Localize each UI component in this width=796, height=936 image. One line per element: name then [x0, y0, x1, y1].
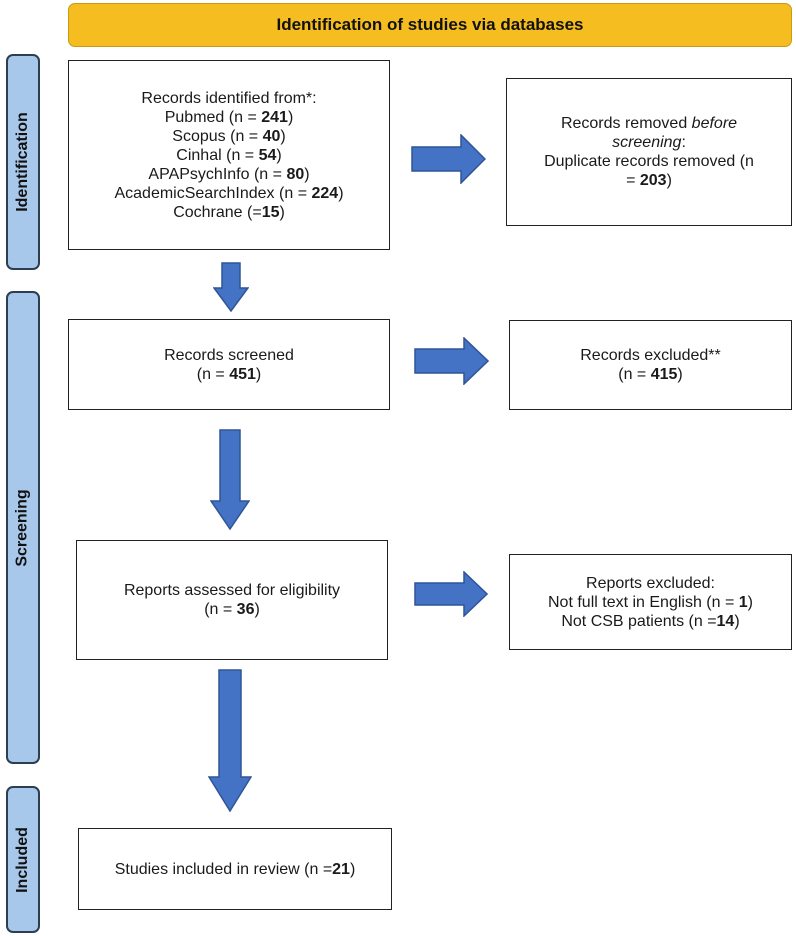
arrow-down-icon [210, 429, 250, 530]
eligibility-box: Reports assessed for eligibility (n = 36… [76, 540, 388, 660]
arrow-down-icon [213, 262, 249, 312]
records-identified-title: Records identified from*: [141, 89, 317, 107]
source-row: Cochrane (=15) [173, 203, 285, 221]
reports-excluded-box: Reports excluded: Not full text in Engli… [509, 554, 792, 650]
phase-screening-label: Screening [14, 488, 32, 567]
source-row: Scopus (n = 40) [172, 127, 286, 145]
records-identified-box: Records identified from*: Pubmed (n = 24… [68, 60, 390, 250]
records-excluded-count: (n = 415) [618, 366, 683, 383]
records-screened-title: Records screened [164, 346, 294, 364]
phase-identification: Identification [6, 54, 40, 270]
banner-title: Identification of studies via databases [276, 15, 584, 34]
records-removed-line2: screening: [612, 134, 686, 151]
source-row: Cinhal (n = 54) [176, 146, 282, 164]
records-screened-box: Records screened (n = 451) [68, 319, 390, 410]
studies-included-text: Studies included in review (n =21) [114, 860, 356, 878]
studies-included-box: Studies included in review (n =21) [78, 828, 392, 910]
records-removed-line3: Duplicate records removed (n [544, 153, 754, 170]
phase-included-label: Included [14, 826, 31, 893]
source-row: Pubmed (n = 241) [164, 108, 294, 126]
source-row: APAPsychInfo (n = 80) [148, 165, 310, 183]
reports-excluded-title: Reports excluded: [586, 574, 715, 592]
arrow-right-icon [411, 134, 486, 184]
records-removed-line1: Records removed before [560, 115, 738, 132]
source-row: AcademicSearchIndex (n = 224) [114, 184, 344, 202]
records-screened-count: (n = 451) [196, 365, 262, 383]
records-excluded-title: Records excluded** [580, 347, 721, 364]
arrow-right-icon [414, 337, 489, 385]
reports-excluded-reason: Not full text in English (n = 1) [548, 593, 753, 611]
phase-included: Included [6, 786, 40, 933]
phase-identification-label: Identification [14, 112, 31, 212]
arrow-down-icon [208, 669, 252, 812]
arrow-right-icon [414, 571, 488, 617]
eligibility-title: Reports assessed for eligibility [123, 582, 341, 599]
records-removed-line4: = 203) [626, 172, 672, 189]
eligibility-count: (n = 36) [204, 601, 260, 618]
identification-banner: Identification of studies via databases [68, 3, 792, 47]
records-excluded-box: Records excluded** (n = 415) [509, 320, 792, 410]
reports-excluded-reason: Not CSB patients (n =14) [561, 612, 740, 630]
phase-screening: Screening [6, 291, 40, 764]
records-removed-box: Records removed before screening: Duplic… [506, 78, 792, 226]
